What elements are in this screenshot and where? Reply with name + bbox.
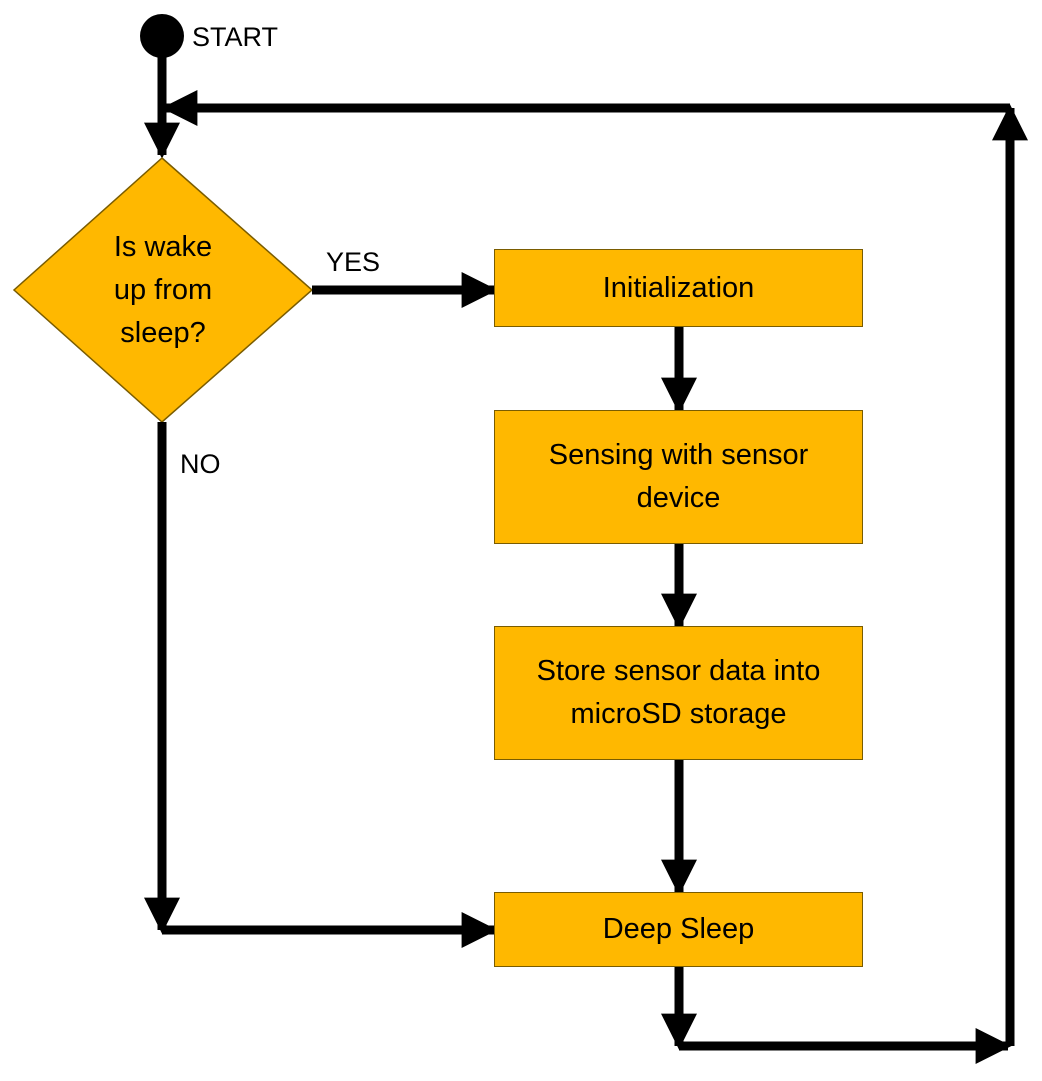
decision-line-1: Is wake bbox=[113, 231, 213, 263]
yes-label: YES bbox=[326, 247, 381, 277]
start-label: START bbox=[192, 22, 279, 52]
start-node bbox=[140, 14, 184, 58]
step-store-line-2: microSD storage bbox=[570, 698, 787, 730]
step-sensing-line-2: device bbox=[636, 482, 721, 514]
step-store-line-1: Store sensor data into bbox=[536, 655, 821, 687]
step-store: Store sensor data into microSD storage bbox=[494, 626, 863, 760]
decision-line-2: up from bbox=[113, 274, 213, 306]
step-sensing-line-1: Sensing with sensor bbox=[548, 439, 809, 471]
step-initialization-label: Initialization bbox=[602, 271, 755, 304]
step-deep-sleep: Deep Sleep bbox=[494, 892, 863, 967]
no-label: NO bbox=[180, 449, 221, 479]
step-deep-sleep-label: Deep Sleep bbox=[602, 913, 755, 945]
decision-line-3: sleep? bbox=[120, 317, 206, 349]
decision-text: Is wake up from sleep? bbox=[88, 226, 238, 355]
step-sensing: Sensing with sensor device bbox=[494, 410, 863, 544]
step-initialization: Initialization bbox=[494, 249, 863, 327]
